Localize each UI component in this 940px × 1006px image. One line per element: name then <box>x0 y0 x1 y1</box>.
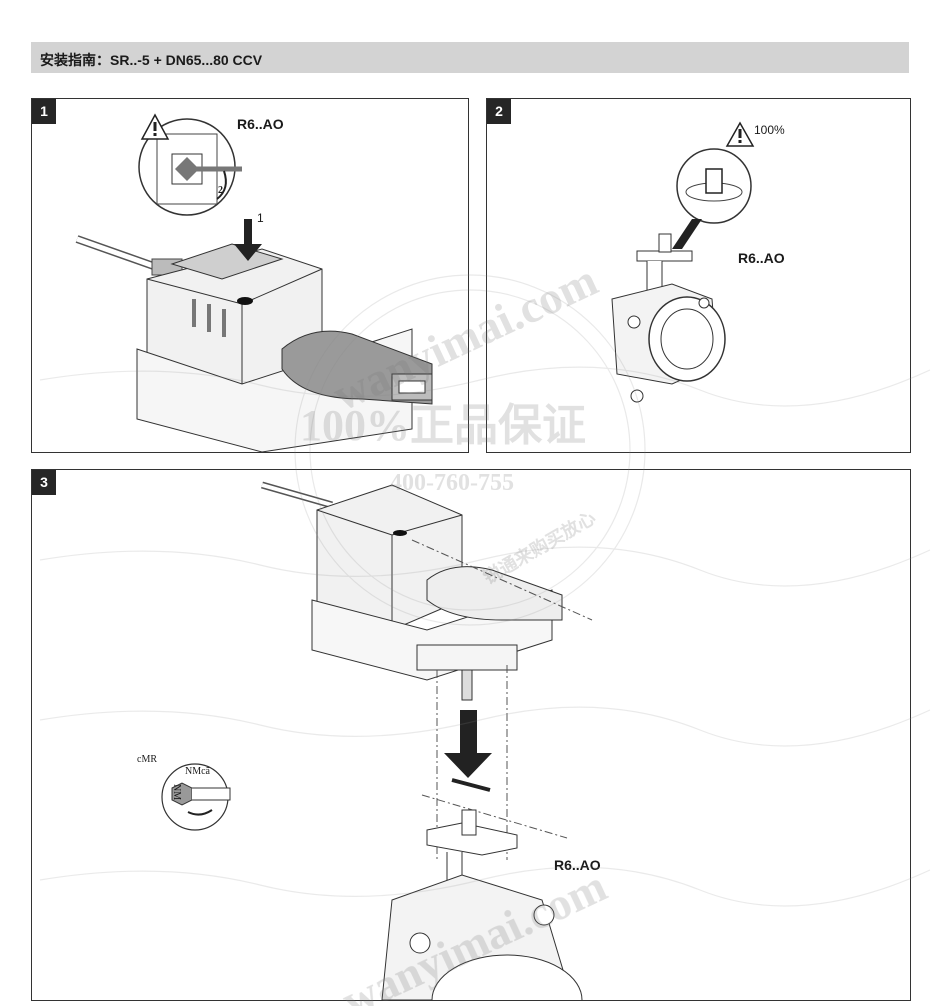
panel-number: 3 <box>32 470 56 495</box>
panel-number: 2 <box>487 99 511 124</box>
step-2-label: 2 <box>218 185 223 196</box>
page-title: 安装指南：SR..-5 + DN65...80 CCV <box>40 52 263 68</box>
actuator-manual-override-illustration <box>75 113 433 452</box>
model-label: R6..AO <box>237 116 284 132</box>
wrench-size-label: cMR <box>137 754 157 765</box>
model-label: R6..AO <box>554 857 601 873</box>
model-label: R6..AO <box>738 250 785 266</box>
panel-2: 2 100% R6..AO <box>486 98 911 453</box>
stroke-percent: 100% <box>754 123 785 137</box>
header-bar: 安装指南：SR..-5 + DN65...80 CCV <box>31 42 909 73</box>
panel-3: 3 cMR NMcã <box>31 469 911 1001</box>
valve-illustration <box>611 121 755 403</box>
panel-number: 1 <box>32 99 56 124</box>
step-1-label: 1 <box>257 211 264 225</box>
wrench-torque-label: NMcã <box>185 766 210 777</box>
wrench-vertical-label: NM <box>171 784 182 801</box>
panel-1: 1 R6..AO 1 2 <box>31 98 469 453</box>
actuator-valve-assembly-illustration <box>161 481 593 1000</box>
